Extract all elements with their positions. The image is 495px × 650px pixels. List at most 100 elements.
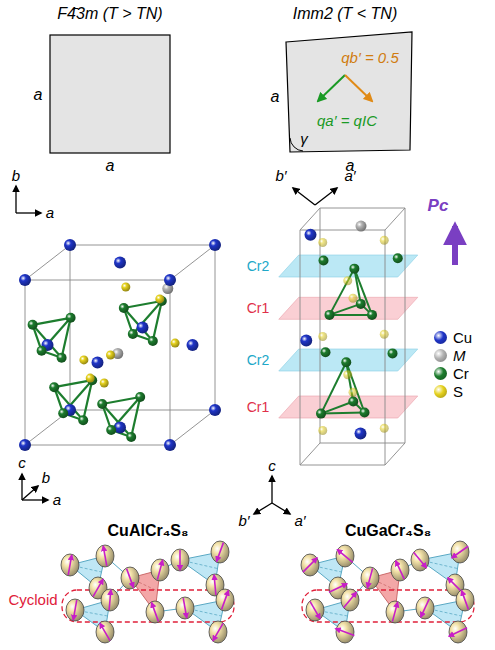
cell-edge [70, 245, 215, 246]
cell-edge [170, 245, 215, 280]
cell-edge [25, 445, 170, 446]
legend-swatch [434, 385, 447, 398]
atom [316, 409, 326, 419]
spin-arrow [336, 629, 355, 636]
cell-edge [320, 443, 405, 444]
label-holder: a′ [294, 513, 305, 529]
atom [380, 236, 389, 245]
axis-label: b [42, 469, 50, 486]
spin-arrow [217, 543, 224, 562]
spin-structure [61, 541, 234, 643]
atom [92, 357, 104, 369]
layer-label: Cr2 [247, 258, 270, 274]
spin-site [101, 589, 119, 611]
spin-arrow [222, 591, 229, 610]
atom [187, 339, 199, 351]
lattice-label: a [34, 86, 43, 103]
legend-swatch [434, 367, 447, 380]
label-holder: a′ [344, 168, 355, 184]
atom [305, 229, 317, 241]
spin-site [176, 597, 194, 619]
spin-site [361, 567, 379, 589]
spin-arrow [73, 600, 76, 620]
spin-arrow [157, 560, 162, 579]
cell-edge [300, 230, 301, 465]
label-holder: Cr1 [247, 300, 270, 316]
cell-edge [385, 208, 405, 230]
cell-edge [170, 280, 171, 445]
atom [325, 310, 335, 320]
atom [106, 351, 115, 360]
atom [79, 355, 88, 364]
atom [318, 426, 327, 435]
label-holder: Cr2 [247, 258, 270, 274]
legend-swatch [434, 331, 447, 344]
space-group: F4̄3m (T > TN) [57, 5, 162, 22]
axis-arrow [272, 503, 290, 514]
label-holder: a [271, 89, 280, 105]
label-holder: b [12, 168, 20, 184]
spin-arrow [68, 555, 71, 575]
legend-text: M [453, 348, 466, 363]
spin-site [386, 601, 404, 623]
lattice-label: a [106, 157, 115, 174]
atom [121, 283, 130, 292]
atom [300, 335, 312, 347]
spin-site [301, 554, 319, 576]
atom [100, 379, 109, 388]
spin-site [121, 567, 139, 589]
spin-arrow [449, 628, 467, 636]
label-holder: b′ [238, 513, 249, 529]
atom [349, 264, 359, 274]
atom [128, 329, 138, 339]
atom [97, 399, 107, 409]
label-holder: γ [300, 131, 308, 147]
atom [171, 339, 180, 348]
atom [135, 392, 145, 402]
legend-item: S [434, 384, 463, 399]
cr-bond [33, 318, 71, 325]
unit-cells [16, 32, 412, 514]
spin-arrow [367, 568, 372, 587]
legend-text: Cr [453, 366, 469, 381]
spin-site [146, 601, 164, 623]
orthorhombic-crystal [279, 208, 455, 465]
spin-arrow [392, 602, 397, 621]
spin-arrow [448, 578, 462, 592]
spin-site [211, 541, 229, 563]
q-vector-arrow [345, 75, 372, 101]
label-holder: a [106, 158, 115, 174]
cycloid-label: Cycloid [8, 591, 57, 608]
axis-arrow [315, 188, 337, 205]
label-holder: c [268, 458, 276, 474]
atom [348, 397, 358, 407]
spin-arrow [310, 601, 320, 618]
atom [19, 439, 31, 451]
atom [64, 239, 76, 251]
spin-site [96, 621, 114, 643]
spin-arrow [179, 550, 181, 570]
cr-bond [321, 362, 346, 413]
q-vector-label: qb′ = 0.5 [341, 49, 398, 66]
cubic-cell [50, 35, 170, 153]
compound-name: CuAlCr₄S₈ [108, 522, 189, 539]
cr-bond [124, 308, 153, 341]
atom [321, 347, 331, 357]
axis-arrow [21, 474, 22, 500]
spin-site [341, 589, 359, 611]
atom [356, 299, 366, 309]
legend-item: Cu [434, 330, 472, 345]
axis-arrow [271, 476, 272, 503]
atom [209, 239, 221, 251]
lattice-label: a [271, 88, 280, 105]
spin-arrow [414, 552, 427, 567]
atom [355, 427, 367, 439]
atom [148, 336, 158, 346]
spin-site [416, 597, 434, 619]
layer-label: Cr1 [247, 300, 270, 316]
cr-bond [102, 404, 131, 437]
atom [57, 353, 67, 363]
atom [155, 294, 164, 303]
legend-text: Cu [453, 330, 472, 345]
